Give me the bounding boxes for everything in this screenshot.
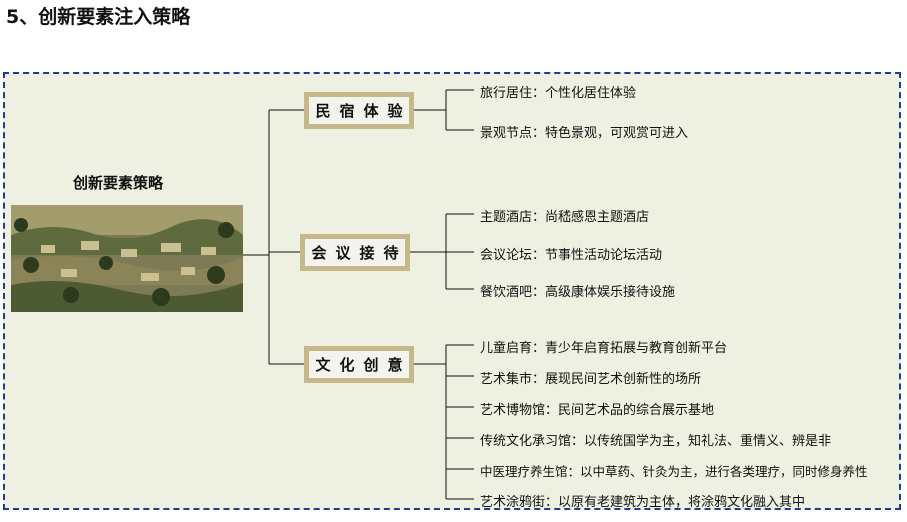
branch-node-wenhua: 文化创意: [304, 346, 414, 383]
leaf-item: 会议论坛：节事性活动论坛活动: [480, 248, 663, 263]
page-title: 5、创新要素注入策略: [6, 6, 191, 28]
branch-node-minsu: 民宿体验: [304, 92, 414, 129]
leaf-item: 艺术涂鸦街：以原有老建筑为主体，将涂鸦文化融入其中: [480, 495, 806, 510]
root-label: 创新要素策略: [73, 174, 164, 192]
leaf-item: 传统文化承习馆：以传统国学为主，知礼法、重情义、辨是非: [480, 434, 832, 449]
leaf-item: 艺术博物馆：民间艺术品的综合展示基地: [480, 403, 715, 418]
leaf-item: 中医理疗养生馆：以中草药、针灸为主，进行各类理疗，同时修身养性: [480, 464, 868, 479]
leaf-item: 旅行居住：个性化居住体验: [480, 86, 637, 101]
leaf-item: 艺术集市：展现民间艺术创新性的场所: [480, 372, 702, 387]
leaf-item: 餐饮酒吧：高级康体娱乐接待设施: [480, 285, 676, 300]
leaf-item: 景观节点：特色景观，可观赏可进入: [480, 126, 689, 141]
leaf-item: 儿童启育：青少年启育拓展与教育创新平台: [480, 341, 728, 356]
landscape-painting-image: [11, 205, 243, 312]
leaf-item: 主题酒店：尚嵇感恩主题酒店: [480, 210, 650, 225]
branch-node-huiyi: 会议接待: [300, 234, 410, 271]
